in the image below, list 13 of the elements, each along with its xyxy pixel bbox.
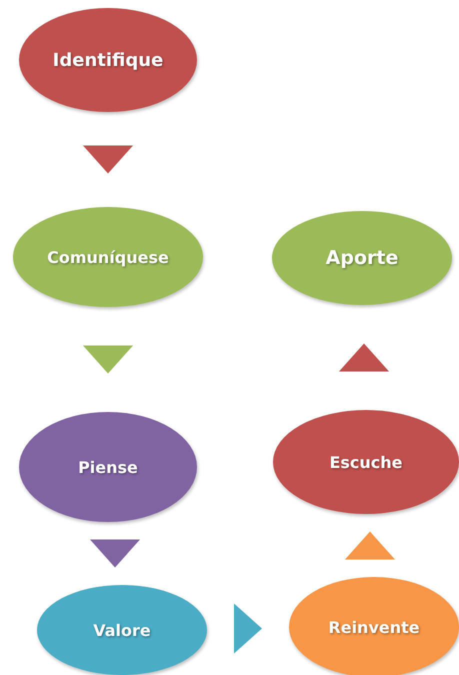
triangle-arrow <box>83 146 133 174</box>
node-label: Valore <box>93 620 151 640</box>
triangle-arrow <box>90 540 140 568</box>
triangle-arrow <box>339 344 389 372</box>
triangle-arrow <box>234 604 262 654</box>
node-label: Aporte <box>326 247 398 269</box>
triangle-arrow <box>345 532 395 560</box>
node-label: Comuníquese <box>47 248 169 266</box>
node-label: Piense <box>78 458 138 476</box>
triangle-arrow <box>83 346 133 374</box>
node-label: Identifique <box>52 50 164 70</box>
node-label: Reinvente <box>328 618 420 636</box>
node-label: Escuche <box>329 452 403 472</box>
